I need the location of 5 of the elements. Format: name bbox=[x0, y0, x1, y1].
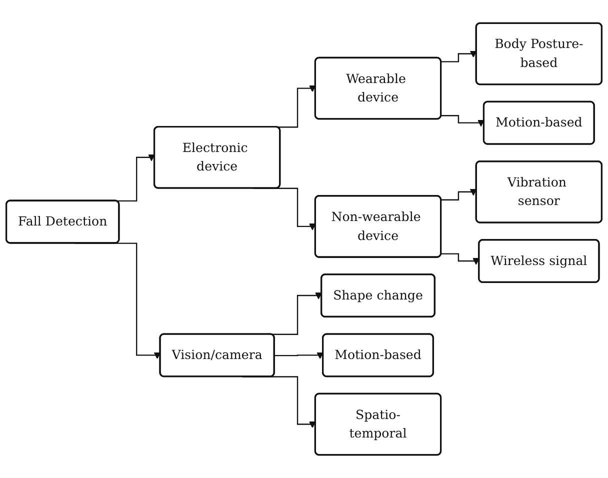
arrow bbox=[441, 50, 477, 62]
arrow bbox=[274, 352, 324, 359]
arrow bbox=[441, 188, 477, 200]
arrow bbox=[441, 253, 480, 265]
arrow bbox=[441, 115, 484, 127]
